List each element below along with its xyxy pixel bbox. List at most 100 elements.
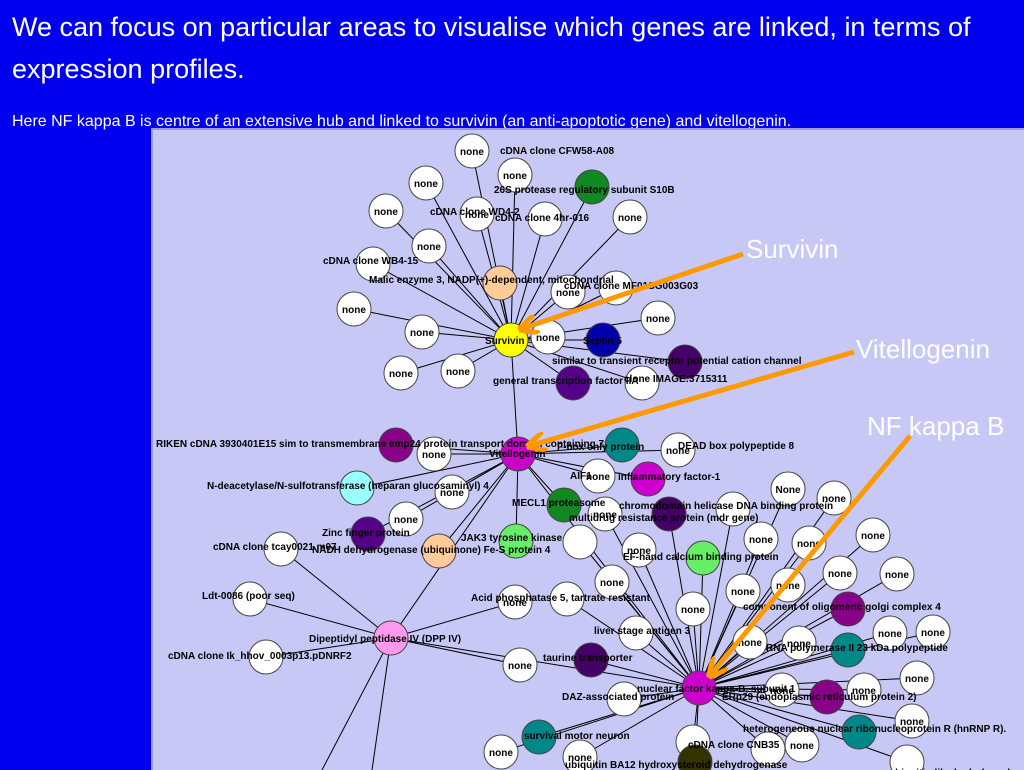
gene-node[interactable] <box>651 496 687 532</box>
gene-node[interactable] <box>498 523 534 559</box>
gene-node[interactable] <box>497 157 533 193</box>
network-edge <box>590 659 700 689</box>
gene-node[interactable] <box>404 314 440 350</box>
gene-node[interactable] <box>677 744 713 770</box>
gene-node[interactable] <box>573 642 609 678</box>
gene-node[interactable] <box>421 533 457 569</box>
hub-label-survivin: Survivin <box>485 336 524 347</box>
gene-node[interactable] <box>339 470 375 506</box>
node-none-label: none <box>508 661 532 672</box>
gene-node[interactable] <box>618 615 654 651</box>
node-none-label: none <box>749 535 773 546</box>
gene-node[interactable] <box>378 427 414 463</box>
node-none-label: none <box>646 314 670 325</box>
node-none-label: none <box>618 213 642 224</box>
gene-node[interactable] <box>587 496 623 532</box>
gene-label: ERp29 (endoplasmic reticulum protein 2) <box>722 692 916 703</box>
gene-node[interactable] <box>497 584 533 620</box>
network-edge <box>638 549 700 689</box>
gene-node[interactable] <box>562 739 598 770</box>
gene-node[interactable] <box>630 461 666 497</box>
node-none-label: none <box>374 207 398 218</box>
gene-label: multidrug resistance protein (mdr gene) <box>569 513 758 524</box>
gene-node[interactable] <box>580 458 616 494</box>
network-edge <box>438 453 519 552</box>
gene-node[interactable] <box>784 727 820 763</box>
gene-node[interactable] <box>482 265 518 301</box>
gene-label: cDNA clone CNB35 <box>688 740 780 751</box>
node-none-label: none <box>342 305 366 316</box>
gene-node[interactable] <box>621 532 657 568</box>
gene-node[interactable] <box>889 744 925 770</box>
gene-node[interactable] <box>411 228 447 264</box>
node-none-label: none <box>921 628 945 639</box>
hub-label-dpp4: Dipeptidyl peptidase IV (DPP IV) <box>309 634 461 645</box>
network-panel: none none none none none none none none none none… <box>151 128 1024 770</box>
node-none-label: none <box>731 587 755 598</box>
gene-node[interactable] <box>546 487 582 523</box>
gene-node[interactable] <box>388 501 424 537</box>
gene-node[interactable] <box>809 679 845 715</box>
network-edge <box>371 637 392 770</box>
hub-label-vitellogenin: Vitellogenin <box>489 449 546 460</box>
gene-node[interactable] <box>562 524 598 560</box>
network-edge <box>517 453 649 480</box>
gene-label: component of oligomeric golgi complex 4 <box>743 602 941 613</box>
gene-node[interactable] <box>527 201 563 237</box>
network-edge <box>390 601 516 639</box>
node-none-label: none <box>503 598 527 609</box>
node-none-label: none <box>593 510 617 521</box>
gene-node[interactable] <box>416 436 452 472</box>
gene-node[interactable] <box>915 614 951 650</box>
gene-node[interactable] <box>574 169 610 205</box>
gene-node[interactable] <box>232 581 268 617</box>
network-edge <box>698 687 860 733</box>
network-edge <box>604 513 700 689</box>
gene-node[interactable] <box>383 355 419 391</box>
gene-node[interactable] <box>606 681 642 717</box>
gene-node[interactable] <box>459 196 495 232</box>
gene-node[interactable] <box>894 703 930 739</box>
network-edge <box>698 687 828 698</box>
gene-label: DEAD box polypeptide 8 <box>678 441 795 452</box>
gene-label: NADH dehydrogenase (ubiquinone) Fe-S pro… <box>312 545 551 556</box>
hub-node-dpp4[interactable] <box>373 620 409 656</box>
node-none-label: none <box>586 472 610 483</box>
gene-label: RIKEN cDNA 3930401E15 sim to transmembra… <box>156 439 605 450</box>
gene-node[interactable] <box>368 193 404 229</box>
gene-node[interactable] <box>355 246 391 282</box>
node-none-label: none <box>489 748 513 759</box>
node-none-label: none <box>446 367 470 378</box>
gene-label: chromodomain helicase DNA binding protei… <box>619 501 833 512</box>
gene-node[interactable] <box>434 474 470 510</box>
gene-label: cDNA clone WB4-15 <box>323 256 419 267</box>
gene-node[interactable] <box>549 581 585 617</box>
gene-label: cDNA clone WD4-2 <box>430 207 520 218</box>
gene-label: cDNA clone Ik_hhov_0003p13.pDNRF2 <box>168 651 352 662</box>
gene-label: cDNA clone MF01SG003G03 <box>564 281 699 292</box>
gene-node[interactable] <box>454 133 490 169</box>
gene-label: ubiquitin BA12 hydroxysteroid dehydrogen… <box>565 760 788 770</box>
gene-node[interactable] <box>594 564 630 600</box>
gene-node[interactable] <box>248 639 284 675</box>
gene-label: cDNA clone CFW58-A08 <box>500 146 615 157</box>
network-edge <box>510 174 516 341</box>
gene-node[interactable] <box>408 165 444 201</box>
gene-node[interactable] <box>521 719 557 755</box>
gene-node[interactable] <box>675 591 711 627</box>
node-none-label: none <box>681 605 705 616</box>
node-none-label: none <box>828 569 852 580</box>
network-edge <box>385 210 512 341</box>
gene-node[interactable] <box>612 199 648 235</box>
gene-node[interactable] <box>336 291 372 327</box>
gene-node[interactable] <box>350 516 386 552</box>
gene-node[interactable] <box>440 353 476 389</box>
hub-link-edge <box>510 339 519 455</box>
gene-node[interactable] <box>502 647 538 683</box>
hub-label-nfkb: nuclear factor kappa-B, subunit 1 <box>637 684 796 695</box>
gene-node[interactable] <box>263 531 299 567</box>
gene-network-diagram: none none none none none none none none none none… <box>156 133 1024 770</box>
network-edge <box>698 687 908 763</box>
node-none-label: none <box>389 369 413 380</box>
gene-node[interactable] <box>841 714 877 750</box>
